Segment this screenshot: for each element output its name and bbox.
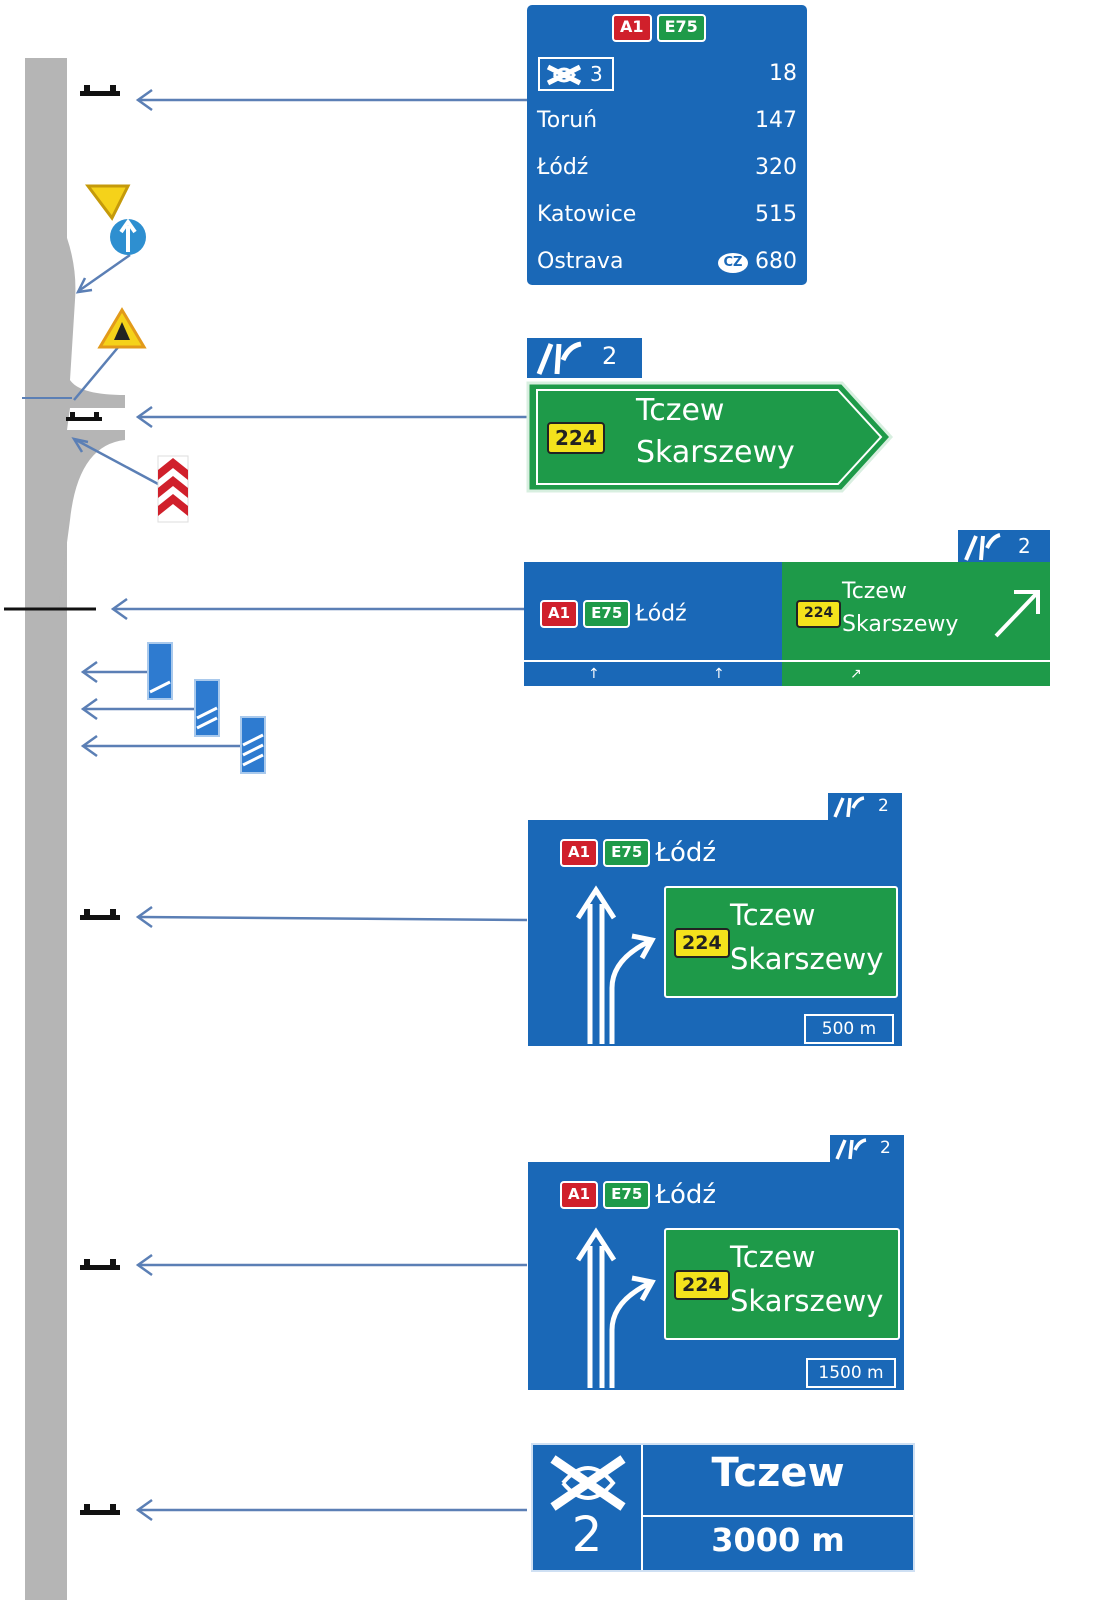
- exit-plate-5: 2: [830, 1135, 904, 1162]
- diverge-arrow-icon: [575, 885, 656, 1044]
- exit-plate-3: 2: [958, 530, 1050, 563]
- distance-text: 3000 m: [711, 1521, 845, 1559]
- exit-plate-4: 2: [828, 793, 902, 820]
- countdown-marker-3: [240, 716, 266, 774]
- distance-plate: 500 m: [804, 1014, 894, 1044]
- shield-a1: A1: [612, 14, 652, 42]
- portal-mark-6: [80, 1510, 120, 1515]
- diverge-arrow-icon: [575, 1227, 656, 1388]
- arrow-up-right-icon: [994, 590, 1040, 638]
- dest-skarszewy: Skarszewy: [636, 435, 795, 470]
- exit-icon: [536, 341, 582, 375]
- dest-tczew: Tczew: [636, 393, 725, 428]
- lane-arrow-exit: ↗: [850, 666, 862, 682]
- gantry-lane-sign-left: A1 E75 Łódź ↑ ↑: [524, 562, 782, 686]
- lane-arrow-2: ↑: [713, 666, 725, 682]
- exit-plate-2: 2: [527, 338, 642, 378]
- advance-sign-3000m: 2 Tczew 3000 m: [531, 1443, 915, 1572]
- distance-plate: 1500 m: [806, 1358, 896, 1388]
- exit-icon: [833, 796, 865, 818]
- gantry-lane-sign-right: 224 Tczew Skarszewy ↗: [782, 562, 1050, 686]
- shield-e75: E75: [656, 14, 706, 42]
- portal-mark-4: [80, 915, 120, 920]
- exit-icon: [964, 533, 1001, 561]
- portal-mark-5: [80, 1265, 120, 1270]
- advance-sign-1500m: A1 E75 Łódź 224 Tczew Skarszewy 1500 m: [528, 1162, 904, 1390]
- countdown-marker-1: [147, 642, 173, 700]
- portal-mark-2: [66, 417, 102, 421]
- interchange-icon: [550, 1455, 626, 1511]
- exit-direction-sign: [526, 381, 894, 493]
- slip-road: [58, 220, 125, 610]
- exit-icon: [835, 1138, 867, 1160]
- yield-sign: [85, 184, 131, 221]
- country-oval: CZ: [718, 253, 748, 273]
- exit-plate: 3: [538, 57, 614, 91]
- dest-tczew: Tczew: [711, 1450, 845, 1496]
- countdown-marker-2: [194, 679, 220, 737]
- advance-sign-500m: A1 E75 Łódź 224 Tczew Skarszewy 500 m: [528, 820, 902, 1046]
- route-224-shield: 224: [547, 422, 605, 454]
- chevron-marker: [157, 455, 189, 523]
- exit-number: 2: [571, 1507, 603, 1563]
- route-shields: A1 E75: [612, 14, 706, 42]
- portal-mark-1: [80, 91, 120, 96]
- interchange-icon: [546, 64, 582, 86]
- exit-number: 3: [590, 62, 603, 86]
- exit-distance: 18: [769, 61, 797, 86]
- lane-arrow-1: ↑: [588, 666, 600, 682]
